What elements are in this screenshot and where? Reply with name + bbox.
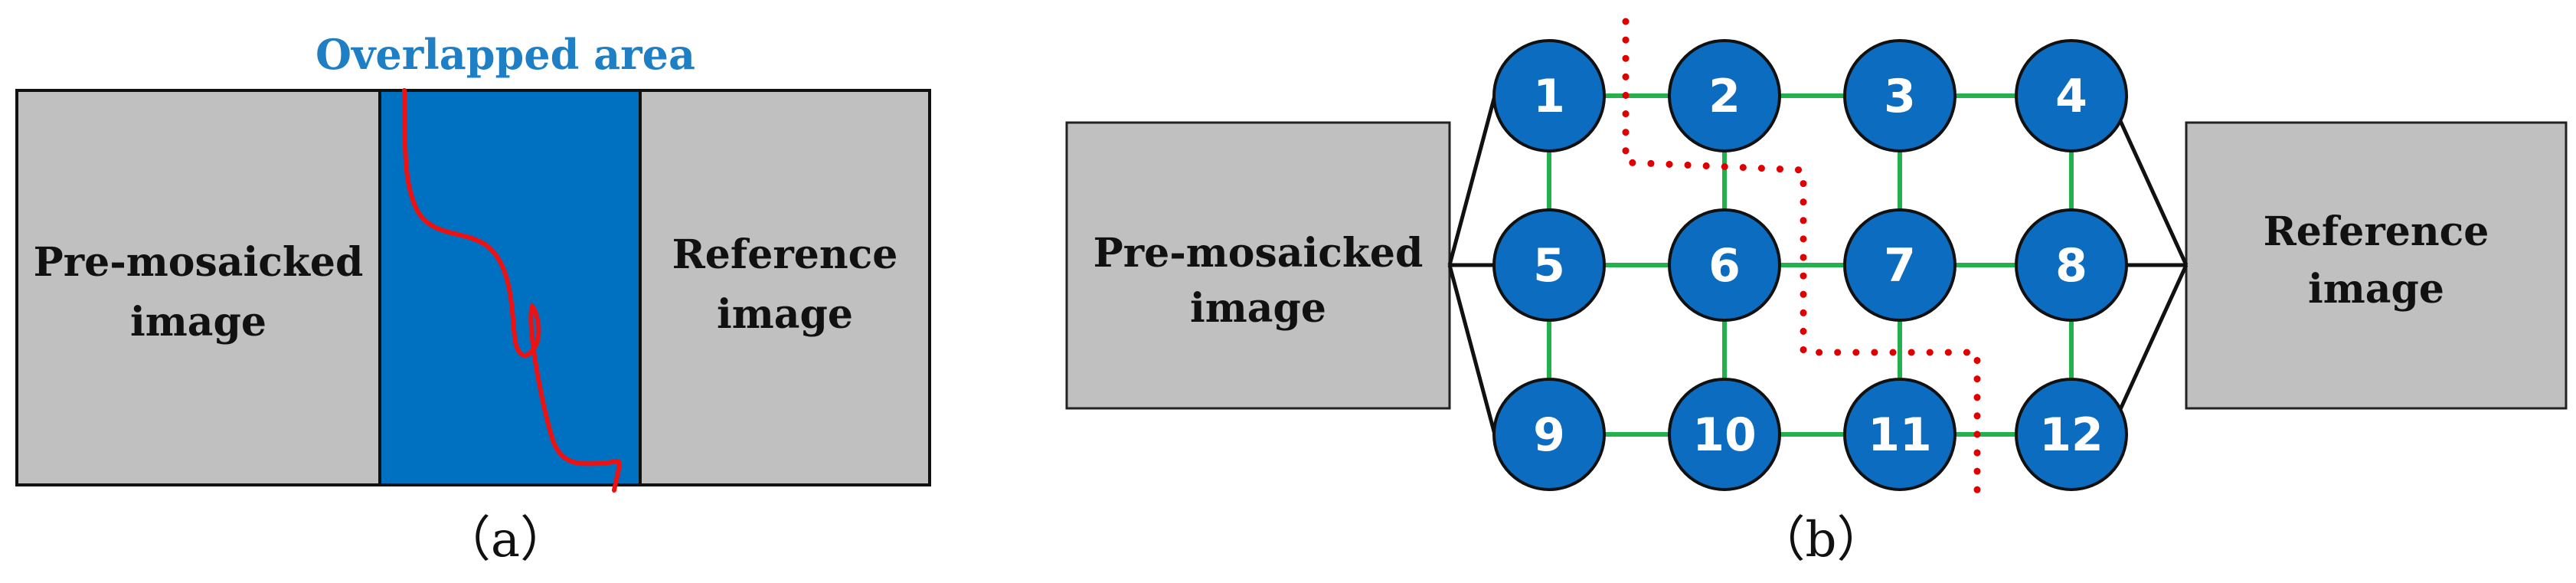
connector-right-12 [2107,264,2189,436]
node-2: 2 [1668,39,1781,152]
seam-line [402,88,622,493]
caption-b: （b） [1757,512,1886,568]
node-9-label: 9 [1533,408,1565,462]
node-8-label: 8 [2055,239,2087,293]
caption-a: （a） [442,512,569,568]
pre-mosaicked-label-line1: Pre-mosaicked [34,239,364,286]
graph-edges [1547,93,2074,437]
node-11: 11 [1843,378,1957,491]
pre-mosaicked-image-box-b [1065,121,1451,410]
node-12-label: 12 [2039,408,2104,462]
pre-mosaicked-label-line2: image [130,299,266,346]
node-6: 6 [1668,208,1781,322]
graph-nodes: 1 2 3 4 5 6 7 [1492,39,2128,491]
reference-label-line2: image [717,291,853,338]
connector-left-9 [1447,264,1497,435]
panel-a: Overlapped area Pre-mosaicked image Refe… [15,30,931,568]
pre-mosaicked-image-box [15,89,381,486]
node-5-label: 5 [1533,239,1565,293]
node-6-label: 6 [1708,239,1741,293]
node-3: 3 [1843,39,1957,152]
node-9: 9 [1492,378,1606,491]
node-1: 1 [1492,39,1606,152]
node-5: 5 [1492,208,1606,322]
node-11-label: 11 [1868,408,1932,462]
pre-mosaicked-label-b-line1: Pre-mosaicked [1093,230,1424,277]
connector-left-1 [1447,95,1497,266]
node-4: 4 [2015,39,2128,152]
overlapped-area-label: Overlapped area [315,30,695,79]
reference-image-box [639,89,931,486]
node-10-label: 10 [1692,408,1757,462]
node-4-label: 4 [2055,70,2087,123]
reference-label-b-line2: image [2308,266,2444,313]
node-3-label: 3 [1884,70,1916,123]
reference-label-b-line1: Reference [2264,208,2489,255]
node-7: 7 [1843,208,1957,322]
panel-b: Pre-mosaicked image Reference image [1065,18,2568,568]
reference-image-box-b [2185,121,2568,410]
connector-right-4 [2107,94,2189,267]
pre-mosaicked-label-b-line2: image [1190,285,1326,332]
node-8: 8 [2015,208,2128,322]
node-12: 12 [2015,378,2128,491]
node-7-label: 7 [1884,239,1916,293]
node-10: 10 [1668,378,1781,491]
node-2-label: 2 [1708,70,1741,123]
reference-label-line1: Reference [672,231,898,278]
min-cut-dotted-path [1622,18,1981,498]
node-1-label: 1 [1533,70,1565,123]
